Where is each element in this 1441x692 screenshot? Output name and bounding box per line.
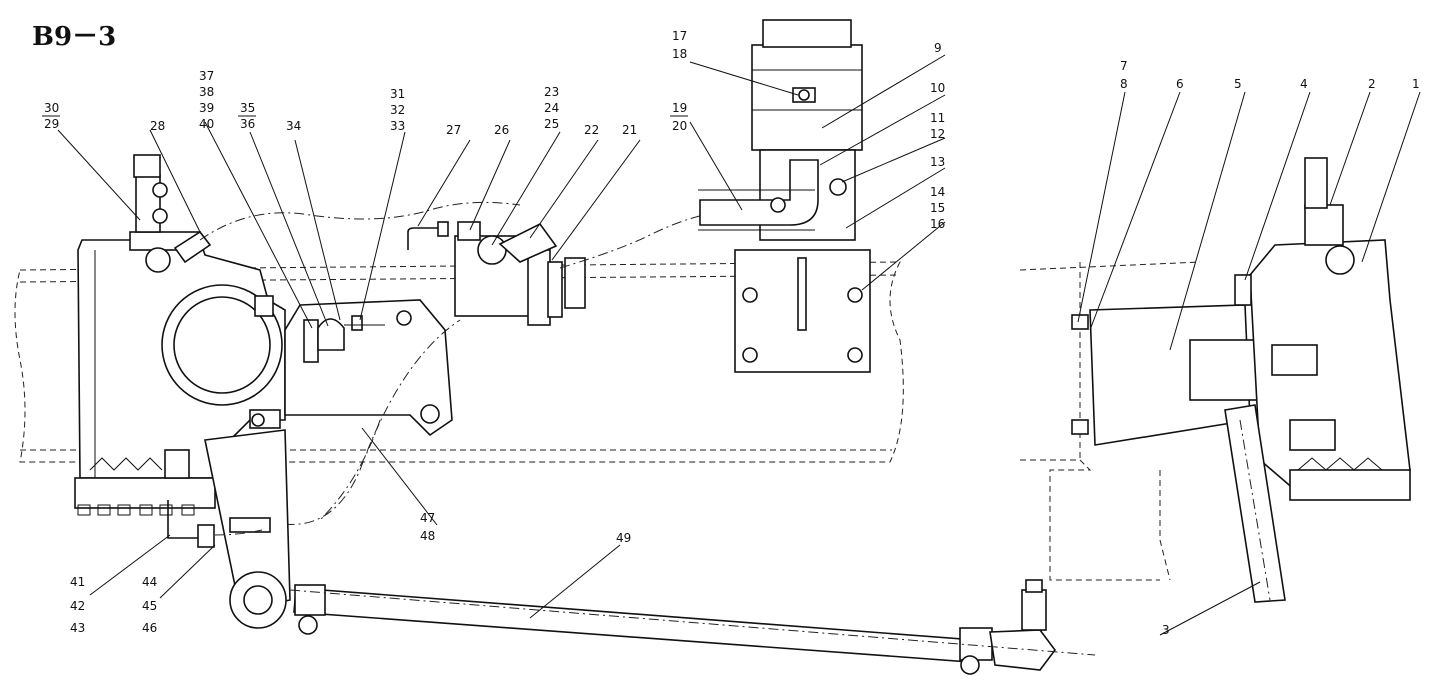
callout-28: 28 [150,119,165,133]
callout-15: 15 [930,201,945,215]
callout-21: 21 [622,123,637,137]
gear-bolts [77,504,195,516]
callout-11: 11 [930,111,945,125]
callout-17: 17 [672,29,687,43]
callout-44: 44 [142,575,157,589]
leader-lines [57,54,1421,636]
callout-23: 23 [544,85,559,99]
mounting-bracket [284,299,453,437]
callout-42: 42 [70,599,85,613]
callout-33: 33 [390,119,405,133]
callout-12: 12 [930,127,945,141]
steering-gear-left [74,154,286,516]
callout-31: 31 [390,87,405,101]
pitman-arm [204,429,291,629]
callout-13: 13 [930,155,945,169]
callout-46: 46 [142,621,157,635]
callout-39: 39 [199,101,214,115]
oil-line-lower [167,500,263,548]
callout-14: 14 [930,185,945,199]
callout-40: 40 [199,117,214,131]
drag-link-tube [289,579,1096,675]
callout-43: 43 [70,621,85,635]
callout-9: 9 [934,41,942,55]
side-view-pitman-arm [1224,404,1286,603]
power-steering-pump [407,221,586,326]
callout-6: 6 [1176,77,1184,91]
callout-41: 41 [70,575,85,589]
callout-8: 8 [1120,77,1128,91]
side-view-gear [1234,157,1411,501]
callout-37: 37 [199,69,214,83]
callout-34: 34 [286,119,301,133]
callout-48: 48 [420,529,435,543]
callout-49: 49 [616,531,631,545]
callout-4: 4 [1300,77,1308,91]
callout-30: 30 [44,101,59,115]
callout-22: 22 [584,123,599,137]
callout-16: 16 [930,217,945,231]
callout-35: 35 [240,101,255,115]
callout-18: 18 [672,47,687,61]
callout-25: 25 [544,117,559,131]
callout-24: 24 [544,101,559,115]
callout-27: 27 [446,123,461,137]
callout-3: 3 [1162,623,1170,637]
callout-38: 38 [199,85,214,99]
oil-reservoir [698,19,863,241]
callout-19: 19 [672,101,687,115]
callout-1: 1 [1412,77,1420,91]
callout-5: 5 [1234,77,1242,91]
callout-7: 7 [1120,59,1128,73]
callout-47: 47 [420,511,435,525]
callout-32: 32 [390,103,405,117]
callout-29: 29 [44,117,59,131]
callout-2: 2 [1368,77,1376,91]
callout-26: 26 [494,123,509,137]
reservoir-mount-plate [734,249,871,373]
callout-20: 20 [672,119,687,133]
callout-36: 36 [240,117,255,131]
diagram-title: B9－3 [32,22,117,52]
callout-45: 45 [142,599,157,613]
callouts: 30 29 28 37 38 39 40 35 36 34 31 32 33 2… [42,29,1420,637]
callout-10: 10 [930,81,945,95]
